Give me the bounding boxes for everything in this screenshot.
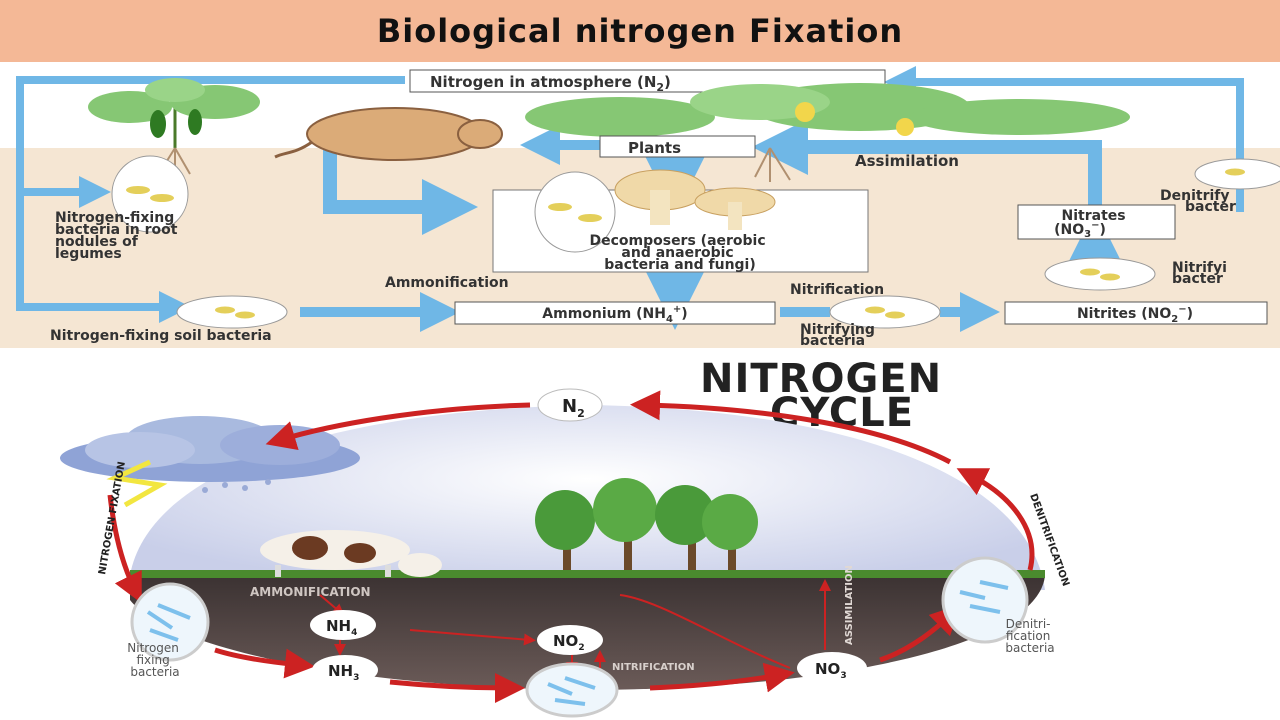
no2-label: NO2: [553, 632, 585, 653]
title-banner: Biological nitrogen Fixation: [0, 0, 1280, 62]
assimilation-arrow: [752, 119, 1102, 212]
to-decomposers-arrow: [323, 137, 478, 235]
nitrites-box: [1004, 301, 1268, 325]
nitrifying-bacteria-label: Nitrifying bacteria: [800, 322, 880, 348]
root-bacteria-label: Nitrogen-fixing bacteria in root nodules…: [55, 210, 182, 262]
nh4-label: NH4: [326, 617, 357, 638]
nitrogen-cycle-diagram: N2 NITROGEN FIXATION DENITRIFICATION AMM…: [60, 388, 1071, 718]
nitrates-label: Nitrates (NO3−): [1054, 208, 1130, 240]
no2-badge: [537, 625, 603, 655]
cycle-arrow-top-left: [265, 402, 531, 451]
plants-box: [599, 135, 756, 158]
crop-plant: [525, 83, 1130, 182]
cycle-arrow-right: [956, 468, 1035, 571]
assimilation-label: Assimilation: [855, 152, 959, 170]
cycle-arrow-left: [107, 494, 142, 604]
nh3-badge: [312, 655, 378, 685]
decomposers-label: Decomposers (aerobic and anaerobic bacte…: [589, 233, 770, 273]
no3-label: NO3: [815, 660, 847, 681]
nitrification-label: Nitrification: [790, 282, 884, 298]
assimilation-label: ASSIMILATION: [844, 565, 855, 645]
ammonification-label: AMMONIFICATION: [250, 585, 371, 599]
denitrification-bacteria-label: Denitri- fication bacteria: [1005, 617, 1054, 655]
denitrification-bacteria-circle: [941, 556, 1029, 644]
nh3-label: NH3: [328, 662, 359, 683]
n2-label: N2: [562, 396, 585, 420]
nh4-badge: [310, 610, 376, 640]
no3-badge: [797, 652, 867, 684]
nitrites-label: Nitrites (NO2−): [1077, 304, 1193, 325]
grass-strip: [130, 570, 1045, 578]
ammonification-label: Ammonification: [385, 275, 509, 291]
biological-nitrogen-fixation-diagram: Nitrogen in atmosphere (N2) Plants Assim…: [0, 62, 1280, 348]
nitrifying-bacteria-circle: [525, 662, 619, 718]
nitrifying-right-label: Nitrifyi bacter: [1172, 260, 1232, 287]
plants-label: Plants: [628, 139, 681, 157]
lightning-icon: [106, 459, 168, 508]
trees: [535, 478, 758, 570]
root-bacteria-circle: [111, 155, 189, 233]
page-title: Biological nitrogen Fixation: [376, 12, 904, 50]
nitrifying-right-circle: [1044, 257, 1156, 291]
mole-animal: [274, 107, 503, 161]
nitrogen-cycle-title-line1: NITROGEN: [700, 356, 943, 402]
atmosphere-label: Nitrogen in atmosphere (N2): [430, 73, 671, 94]
legume-plant: [88, 78, 260, 180]
nitrogen-fixing-bacteria-circle: [130, 582, 210, 662]
mushrooms: [614, 169, 776, 230]
ammonium-box: [454, 301, 776, 325]
n2-badge: [537, 388, 603, 422]
ammonium-label: Ammonium (NH4+): [542, 304, 687, 325]
cow: [260, 530, 442, 577]
nitrifying-bacteria-circle: [829, 295, 941, 329]
denitrifying-label: Denitrify bacter: [1160, 188, 1236, 215]
nitrogen-fixing-bacteria-label: Nitrogen fixing bacteria: [127, 641, 182, 679]
cycle-arrow-top-right: [630, 390, 952, 465]
soil-bacteria-label: Nitrogen-fixing soil bacteria: [50, 328, 272, 344]
nitrification-label: NITRIFICATION: [612, 662, 695, 673]
nitrates-box: [1017, 204, 1176, 240]
